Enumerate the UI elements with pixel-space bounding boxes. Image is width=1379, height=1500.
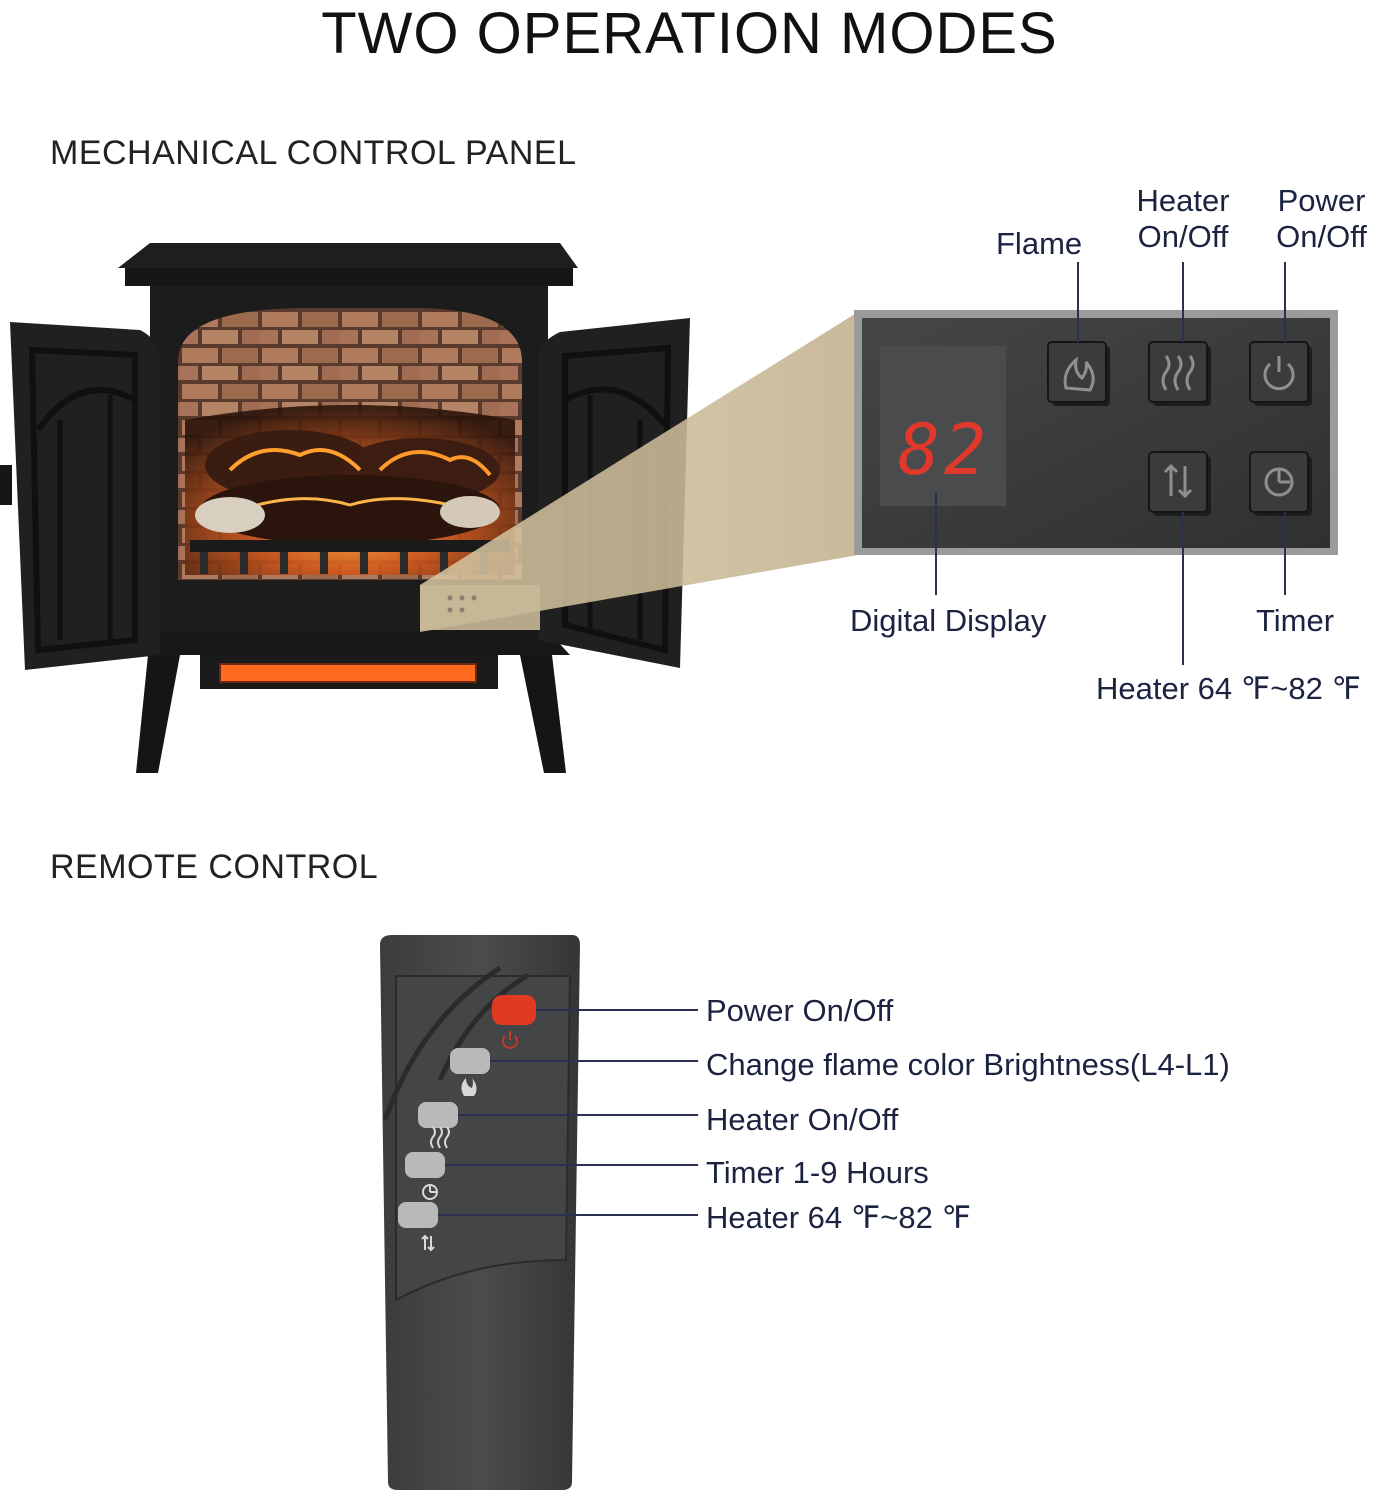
label-heater-range: Heater 64 ℉~82 ℉ [1096,671,1361,706]
page-title: TWO OPERATION MODES [321,1,1058,66]
control-panel-zoom [854,310,1338,555]
remote-flame-icon [461,1078,477,1096]
remote-label-range: Heater 64 ℉~82 ℉ [706,1200,971,1235]
label-flame: Flame [996,226,1083,261]
remote-arrows-icon [421,1234,435,1252]
remote-label-heater: Heater On/Off [706,1102,899,1137]
label-power-line2: On/Off [1276,219,1367,254]
remote-label-flame: Change flame color Brightness(L4-L1) [706,1047,1230,1082]
remote-heading: REMOTE CONTROL [50,848,379,886]
panel-flame-icon [1063,356,1095,392]
remote-label-power: Power On/Off [706,993,894,1028]
fireplace-image [0,243,690,773]
label-power-onoff: Power On/Off [1264,183,1379,255]
panel-heat-icon [1161,355,1195,391]
remote-label-timer: Timer 1-9 Hours [706,1155,929,1190]
label-timer: Timer [1256,603,1335,638]
label-heater-onoff: Heater On/Off [1118,183,1248,255]
label-heater-line1: Heater [1136,183,1230,218]
label-heater-line2: On/Off [1137,219,1229,254]
digital-display-digits: 82 [897,409,991,491]
remote-timer-icon [422,1184,438,1200]
mechanical-heading: MECHANICAL CONTROL PANEL [50,134,577,172]
panel-timer-icon [1264,467,1294,497]
zoom-beam [420,312,858,632]
remote-power-icon [502,1031,518,1049]
panel-temp-arrows-icon [1163,463,1193,499]
label-power-line1: Power [1277,183,1366,218]
remote-heat-icon [430,1126,450,1149]
label-digital-display: Digital Display [850,603,1047,638]
panel-power-icon [1263,356,1295,391]
remote-control-image [380,935,580,1490]
